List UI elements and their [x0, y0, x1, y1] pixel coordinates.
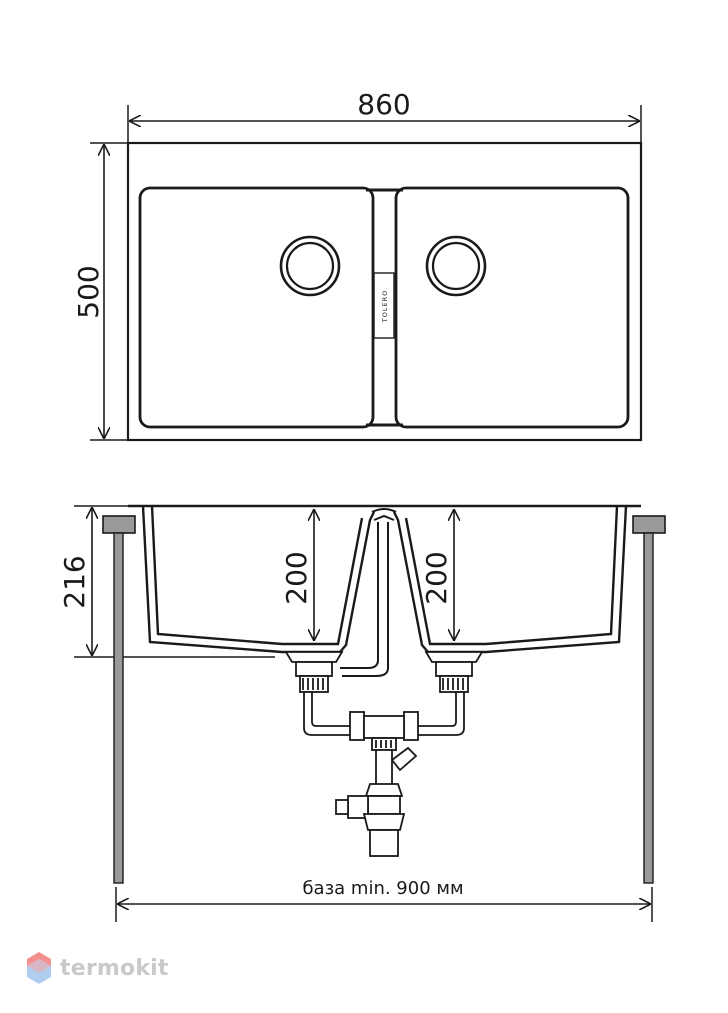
height-dimension: 216: [58, 505, 275, 658]
sink-outline: [126, 141, 643, 442]
left-support-post: [102, 515, 136, 884]
brand-mark: TOLERO: [381, 290, 389, 323]
width-label: 860: [357, 88, 410, 121]
left-bowl-section: [141, 505, 376, 654]
center-divider-section: [371, 508, 397, 521]
left-drain: [279, 235, 341, 297]
left-bowl-depth-label: 200: [280, 551, 313, 604]
base-label: база min. 900 мм: [302, 878, 463, 899]
height-label: 216: [58, 555, 91, 608]
base-dimension: база min. 900 мм: [115, 878, 653, 922]
right-bowl-top: [394, 186, 630, 429]
right-bowl-depth-dimension: 200: [420, 510, 454, 640]
overflow-pipe: [340, 522, 389, 677]
watermark: termokit: [24, 950, 169, 986]
siphon-assembly: [284, 651, 484, 857]
left-bowl-top: [138, 186, 375, 429]
width-dimension: 860: [127, 88, 642, 145]
divider-strip: TOLERO: [366, 188, 403, 427]
termokit-logo-icon: [27, 952, 51, 984]
depth-dimension: 500: [72, 142, 130, 441]
right-support-post: [632, 515, 666, 884]
top-view: 860 500 TOLERO: [72, 88, 643, 442]
depth-label: 500: [72, 265, 105, 318]
watermark-text: termokit: [60, 955, 169, 981]
right-bowl-depth-label: 200: [420, 551, 453, 604]
side-view: 216 200 200: [58, 504, 666, 922]
left-bowl-depth-dimension: 200: [280, 510, 314, 640]
right-drain: [425, 235, 487, 297]
